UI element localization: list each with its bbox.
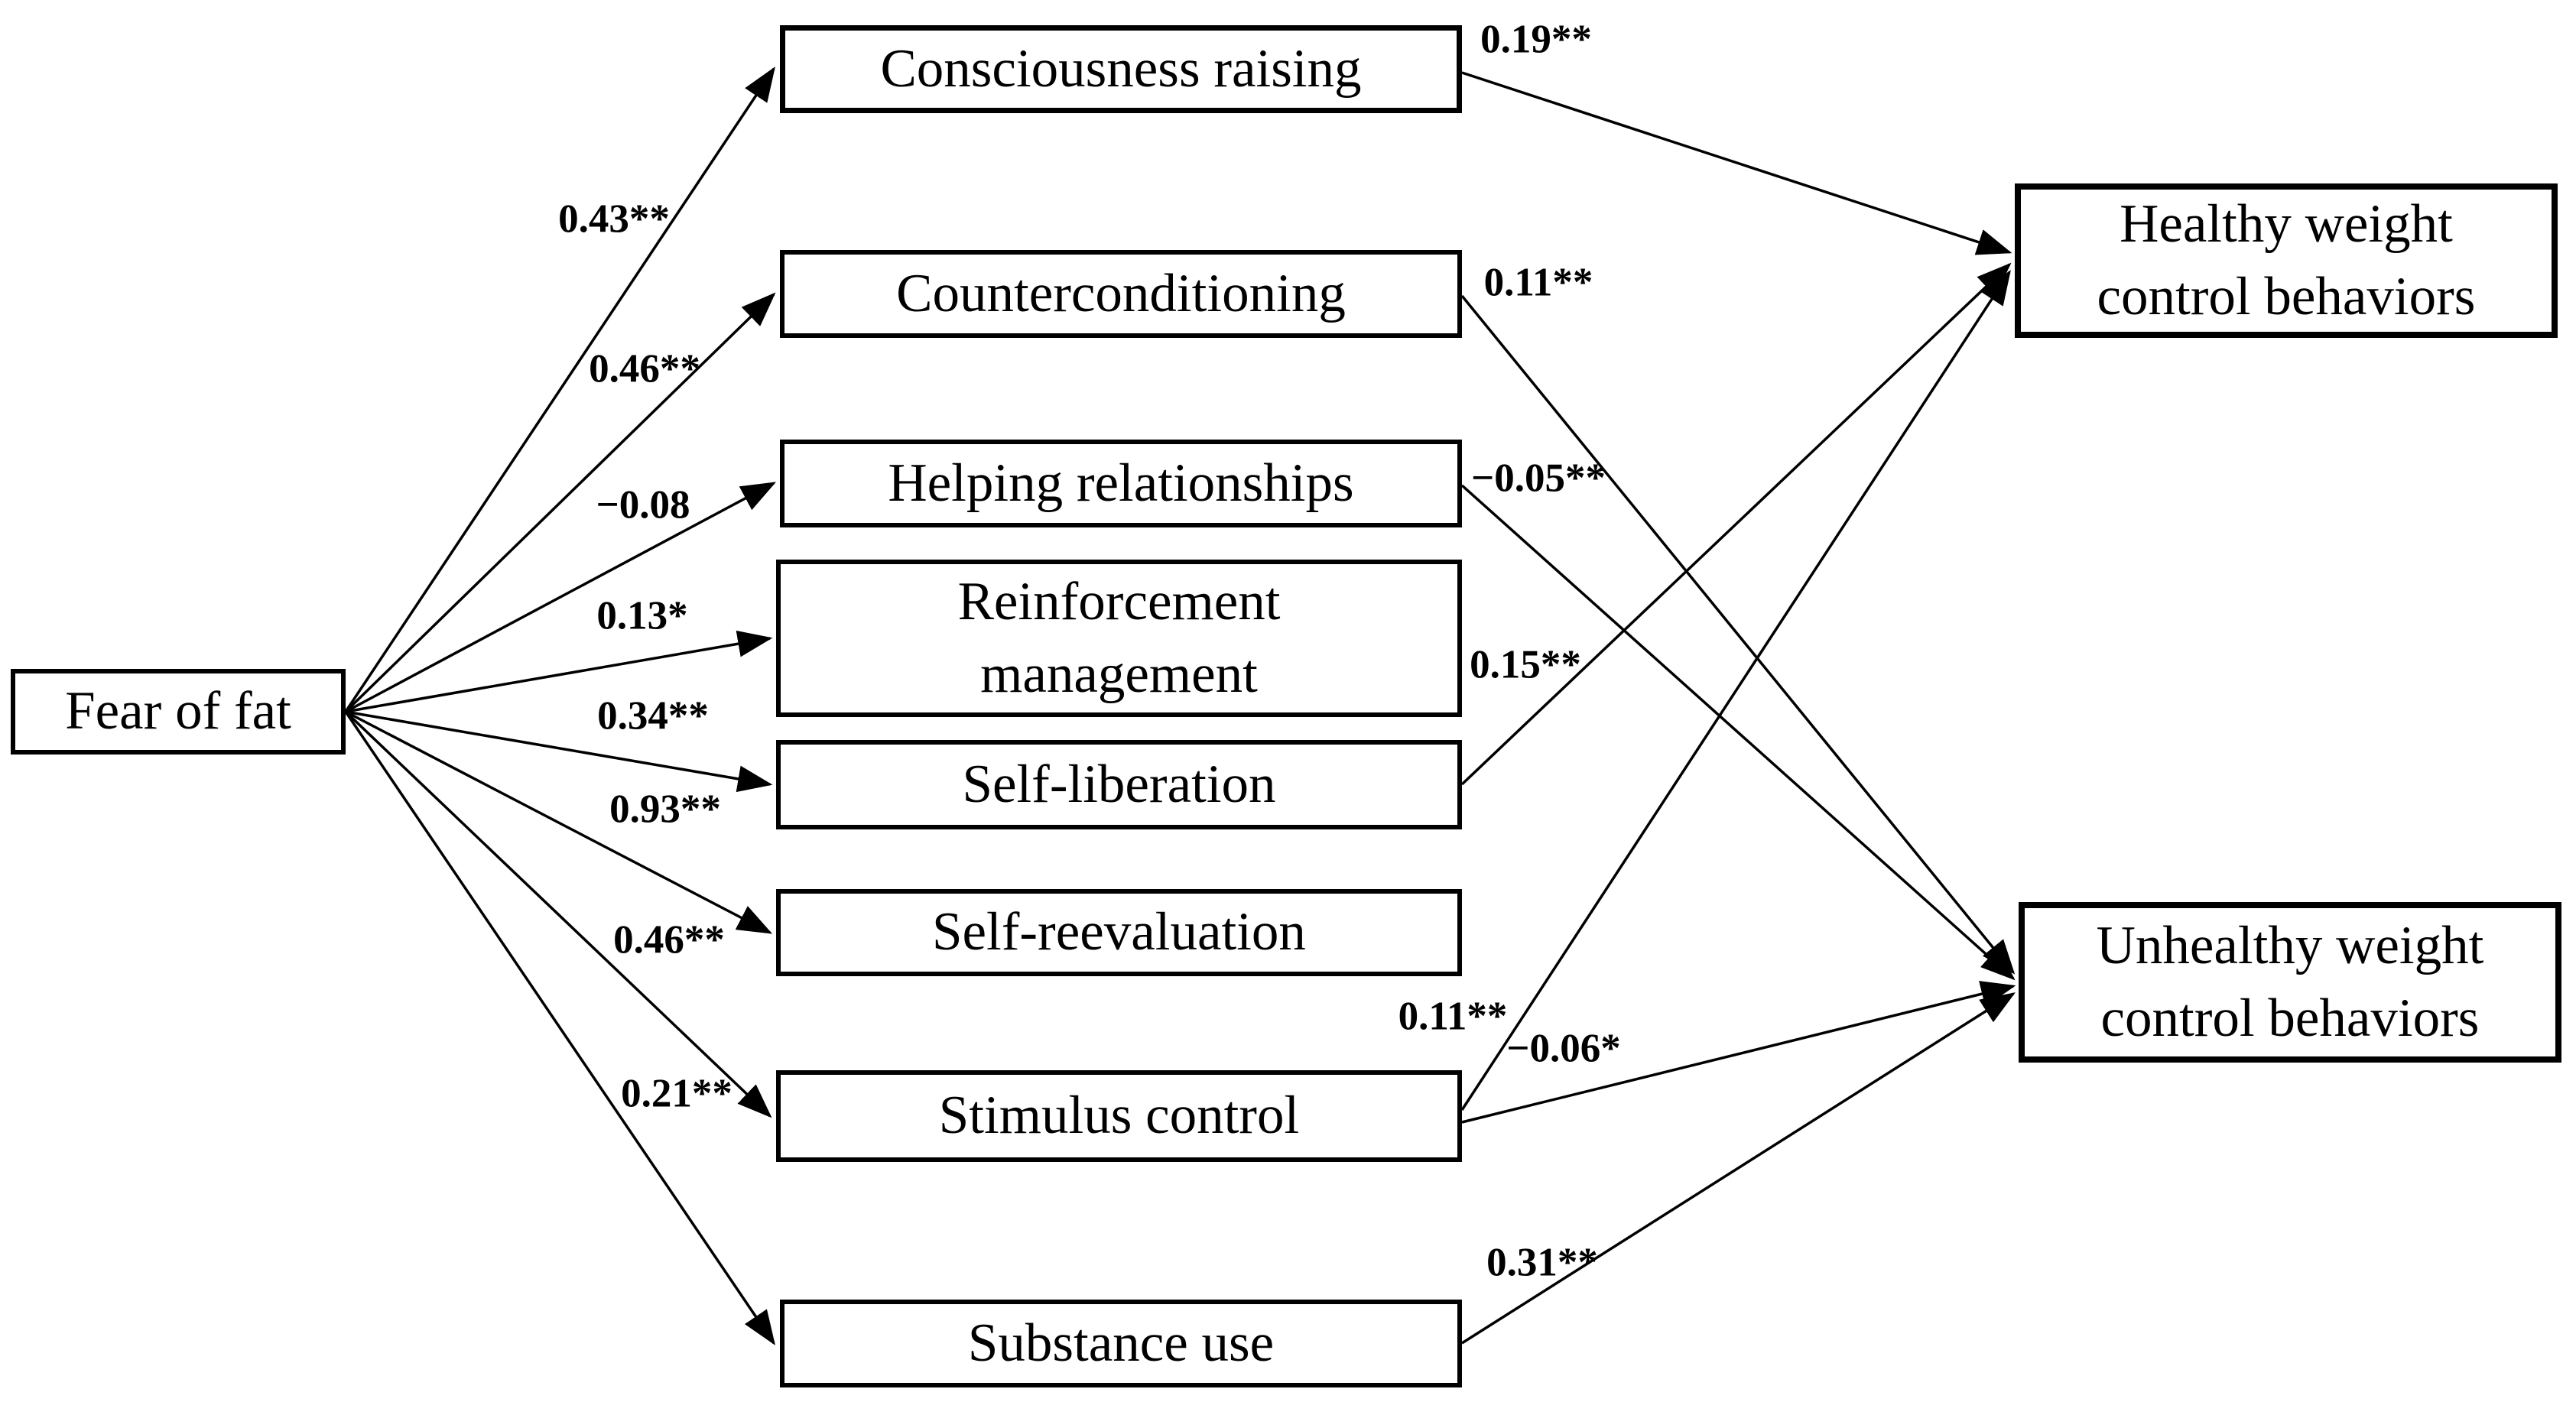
coefficient-label-fear-of-fat-to-counterconditioning: 0.46**: [589, 346, 700, 391]
node-label-line2: management: [980, 644, 1258, 704]
node-substance-use: Substance use: [780, 1300, 1462, 1387]
node-label: Stimulus control: [938, 1086, 1300, 1146]
edge-fear-of-fat-to-self-liberation: [345, 710, 773, 793]
edge-fear-of-fat-to-self-reevaluation: [345, 710, 773, 934]
node-reinforcement-management: Reinforcement management: [776, 560, 1462, 717]
node-healthy-wcb: Healthy weight control behaviors: [2015, 183, 2558, 338]
coefficient-label-self-liberation-to-healthy-wcb: 0.15**: [1470, 642, 1581, 687]
coefficient-label-substance-use-to-unhealthy-wcb: 0.31**: [1486, 1240, 1598, 1285]
edge-lines: [344, 67, 2016, 1345]
node-label: Helping relationships: [888, 453, 1354, 513]
edge-fear-of-fat-to-substance-use: [344, 711, 775, 1345]
node-label-line2: control behaviors: [2097, 267, 2476, 326]
node-self-liberation: Self-liberation: [776, 740, 1462, 829]
node-label: Fear of fat: [65, 681, 291, 742]
coefficient-label-fear-of-fat-to-reinforcement-management: 0.13*: [596, 593, 688, 638]
node-unhealthy-wcb: Unhealthy weight control behaviors: [2019, 902, 2561, 1063]
coefficient-label-fear-of-fat-to-substance-use: 0.21**: [621, 1071, 733, 1116]
node-label: Self-liberation: [962, 754, 1276, 814]
node-self-reevaluation: Self-reevaluation: [776, 889, 1462, 976]
node-label: Reinforcement: [957, 571, 1281, 631]
coefficient-label-fear-of-fat-to-helping-relationships: −0.08: [596, 482, 690, 527]
edge-self-liberation-to-healthy-wcb: [1460, 262, 2012, 786]
edge-stimulus-control-to-healthy-wcb: [1460, 270, 2011, 1111]
coefficient-label-fear-of-fat-to-consciousness-raising: 0.43**: [558, 196, 670, 242]
node-fear-of-fat: Fear of fat: [11, 669, 346, 755]
coefficient-label-stimulus-control-to-healthy-wcb: 0.11**: [1398, 994, 1508, 1039]
edge-fear-of-fat-to-counterconditioning: [344, 292, 776, 713]
node-label: Self-reevaluation: [932, 902, 1306, 962]
coefficient-label-fear-of-fat-to-self-reevaluation: 0.93**: [609, 787, 721, 832]
edge-helping-relationships-to-unhealthy-wcb: [1460, 484, 2016, 981]
edge-fear-of-fat-to-consciousness-raising: [344, 67, 775, 712]
coefficient-label-fear-of-fat-to-self-liberation: 0.34**: [597, 693, 709, 738]
edge-fear-of-fat-to-helping-relationships: [345, 482, 777, 713]
edge-stimulus-control-to-unhealthy-wcb: [1461, 981, 2016, 1124]
node-label: Healthy weight: [2120, 193, 2453, 254]
node-helping-relationships: Helping relationships: [780, 440, 1462, 527]
coefficient-label-counterconditioning-to-unhealthy-wcb: 0.11**: [1483, 260, 1593, 305]
edge-fear-of-fat-to-reinforcement-management: [345, 630, 773, 713]
node-counterconditioning: Counterconditioning: [780, 250, 1462, 338]
node-label: Counterconditioning: [896, 263, 1346, 323]
coefficient-label-fear-of-fat-to-stimulus-control: 0.46**: [613, 917, 725, 962]
edge-fear-of-fat-to-stimulus-control: [344, 710, 772, 1118]
node-label-line2: control behaviors: [2100, 988, 2480, 1048]
node-stimulus-control: Stimulus control: [776, 1070, 1462, 1162]
node-label: Unhealthy weight: [2096, 915, 2484, 975]
edge-counterconditioning-to-unhealthy-wcb: [1460, 294, 2016, 975]
coefficient-label-stimulus-control-to-unhealthy-wcb: −0.06*: [1506, 1026, 1621, 1071]
node-label: Substance use: [967, 1313, 1275, 1373]
coefficient-label-consciousness-raising-to-healthy-wcb: 0.19**: [1480, 17, 1592, 62]
node-label: Consciousness raising: [880, 38, 1362, 99]
edge-substance-use-to-unhealthy-wcb: [1461, 992, 2016, 1345]
node-consciousness-raising: Consciousness raising: [780, 25, 1462, 113]
coefficient-label-helping-relationships-to-unhealthy-wcb: −0.05**: [1471, 456, 1606, 501]
edge-consciousness-raising-to-healthy-wcb: [1461, 71, 2012, 255]
